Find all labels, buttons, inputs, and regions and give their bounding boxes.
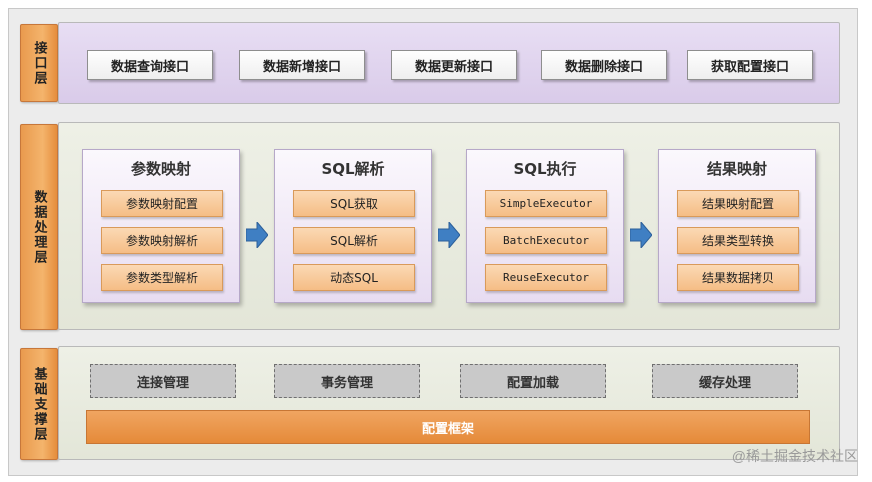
cache-handling-button[interactable]: 缓存处理	[652, 364, 798, 398]
module-title: 参数映射	[130, 160, 191, 178]
update-interface-button[interactable]: 数据更新接口	[391, 50, 517, 80]
transaction-management-button[interactable]: 事务管理	[274, 364, 420, 398]
layer-label-data-processing: 数据处理层	[20, 124, 58, 330]
layer-label-interface-text: 接口层	[31, 40, 47, 86]
module-sql-execution: SQL执行 SimpleExecutor BatchExecutor Reuse…	[466, 149, 624, 303]
module-item[interactable]: 动态SQL	[293, 264, 415, 291]
module-item[interactable]: SQL获取	[293, 190, 415, 217]
module-title: SQL解析	[321, 160, 385, 178]
module-item[interactable]: 参数类型解析	[101, 264, 223, 291]
query-interface-button[interactable]: 数据查询接口	[87, 50, 213, 80]
module-item[interactable]: BatchExecutor	[485, 227, 607, 254]
layer-label-base-support: 基础支撑层	[20, 348, 58, 460]
module-item[interactable]: 结果映射配置	[677, 190, 799, 217]
module-title: SQL执行	[513, 160, 577, 178]
layer-label-data-processing-text: 数据处理层	[31, 189, 47, 265]
get-config-interface-button[interactable]: 获取配置接口	[687, 50, 813, 80]
module-item[interactable]: SQL解析	[293, 227, 415, 254]
config-framework-bar[interactable]: 配置框架	[86, 410, 810, 444]
insert-interface-button[interactable]: 数据新增接口	[239, 50, 365, 80]
module-sql-parsing: SQL解析 SQL获取 SQL解析 动态SQL	[274, 149, 432, 303]
module-parameter-mapping: 参数映射 参数映射配置 参数映射解析 参数类型解析	[82, 149, 240, 303]
module-result-mapping: 结果映射 结果映射配置 结果类型转换 结果数据拷贝	[658, 149, 816, 303]
arrow-right-icon	[630, 222, 652, 248]
arrow-right-icon	[438, 222, 460, 248]
connection-management-button[interactable]: 连接管理	[90, 364, 236, 398]
module-item[interactable]: 参数映射配置	[101, 190, 223, 217]
module-item[interactable]: 结果数据拷贝	[677, 264, 799, 291]
watermark: @稀土掘金技术社区	[731, 448, 858, 464]
config-loading-button[interactable]: 配置加载	[460, 364, 606, 398]
module-title: 结果映射	[706, 160, 767, 178]
module-item[interactable]: SimpleExecutor	[485, 190, 607, 217]
arrow-right-icon	[246, 222, 268, 248]
module-item[interactable]: ReuseExecutor	[485, 264, 607, 291]
interface-layer-panel: 数据查询接口 数据新增接口 数据更新接口 数据删除接口 获取配置接口	[58, 22, 840, 104]
module-item[interactable]: 参数映射解析	[101, 227, 223, 254]
module-item[interactable]: 结果类型转换	[677, 227, 799, 254]
layer-label-base-support-text: 基础支撑层	[31, 366, 47, 442]
delete-interface-button[interactable]: 数据删除接口	[541, 50, 667, 80]
layer-label-interface: 接口层	[20, 24, 58, 102]
